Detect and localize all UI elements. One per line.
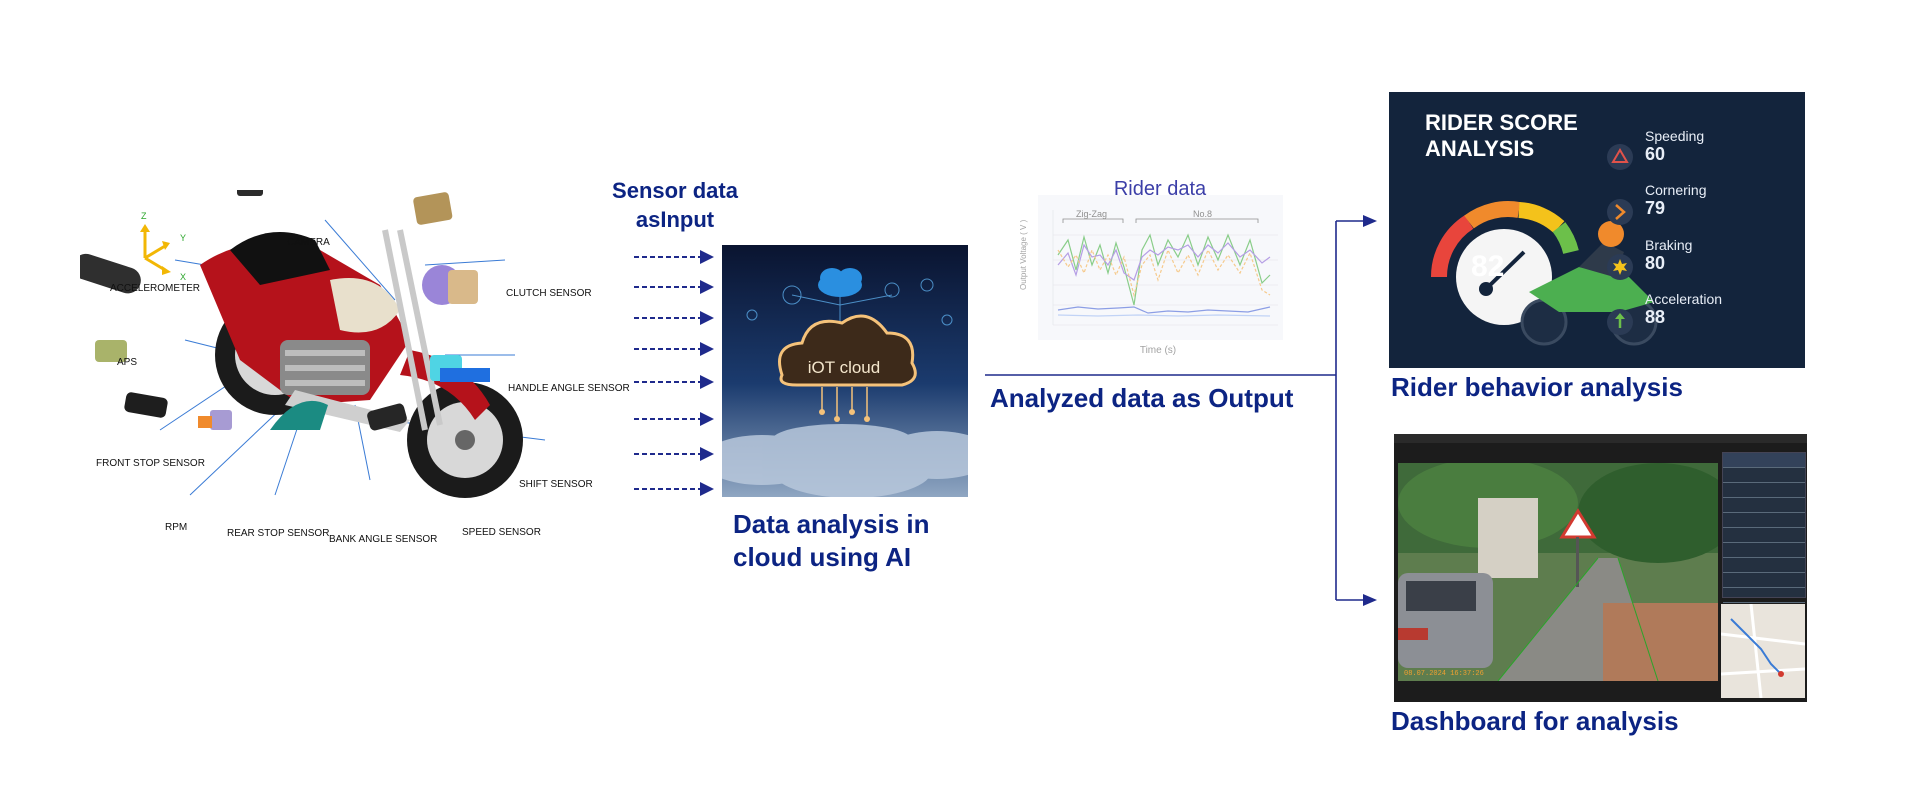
- metric-value: 79: [1645, 198, 1666, 218]
- aps-grip-icon: [80, 253, 141, 294]
- rider-score-title-line1: RIDER SCORE: [1425, 110, 1578, 135]
- iot-cloud-label: iOT cloud: [808, 358, 880, 377]
- chart-series-purple: [1057, 242, 1271, 281]
- rpm-label: RPM: [165, 522, 188, 533]
- metric-name: Braking: [1645, 237, 1693, 253]
- table-row: [1723, 483, 1805, 498]
- metric-name: Speeding: [1645, 128, 1705, 144]
- no8-annotation: No.8: [1193, 209, 1212, 219]
- metric-speeding: Speeding 60: [1645, 128, 1704, 165]
- accelerometer-axes-icon: [140, 224, 171, 275]
- handle-angle-sensor-label: HANDLE ANGLE SENSOR: [508, 383, 630, 394]
- table-row: [1723, 573, 1805, 588]
- aps-label: APS: [117, 357, 138, 368]
- chart-series-green: [1057, 233, 1271, 306]
- metric-value: 60: [1645, 144, 1666, 164]
- metric-braking: Braking 80: [1645, 237, 1692, 274]
- sensor-input-title-line2: asInput: [635, 207, 715, 232]
- speed-sensor-icon: [367, 403, 407, 431]
- car-icon: [1398, 573, 1493, 668]
- speed-sensor-label: SPEED SENSOR: [462, 527, 541, 538]
- rider-data-ylabel: Output Voltage ( V ): [1019, 219, 1028, 290]
- camera-label: CAMERA: [287, 237, 330, 248]
- detection-output-table: [1722, 452, 1806, 603]
- burst-icon: [1607, 254, 1633, 280]
- rider-data-chart: Output Voltage ( V ) Time (s) Zig-Zag No…: [1019, 195, 1283, 356]
- table-row: [1723, 588, 1805, 603]
- metric-value: 80: [1645, 253, 1666, 273]
- iot-cloud-image: iOT cloud: [722, 245, 968, 497]
- output-branch-arrows: [985, 215, 1377, 606]
- metric-name: Acceleration: [1645, 291, 1723, 307]
- glowing-cloud-icon: [778, 314, 917, 387]
- chart-series-orange: [1057, 248, 1271, 298]
- rider-data-xlabel: Time (s): [1140, 345, 1176, 356]
- rear-stop-sensor-label: REAR STOP SENSOR: [227, 528, 330, 539]
- dashboard-screenshot: 08.07.2024 16:37:26: [1394, 434, 1807, 702]
- handle-angle-sensor-icon: [422, 265, 478, 305]
- shift-sensor-label: SHIFT SENSOR: [519, 479, 593, 490]
- table-row: [1723, 543, 1805, 558]
- cloud-caption-line2: cloud using AI: [733, 542, 912, 572]
- rider-data-title: Rider data: [1113, 178, 1207, 200]
- rpm-sensor-icon: [124, 392, 168, 418]
- metric-cornering: Cornering 79: [1645, 182, 1706, 219]
- rider-score-title: RIDER SCORE ANALYSIS: [1425, 110, 1578, 162]
- overall-score-value: 82: [1471, 250, 1505, 283]
- table-row: [1723, 558, 1805, 573]
- chart-series-blue: [1057, 306, 1271, 314]
- table-row: [1723, 498, 1805, 513]
- metric-value: 88: [1645, 307, 1666, 327]
- motorcycle-sensor-illustration: [80, 190, 546, 498]
- road-camera-view: 08.07.2024 16:37:26: [1398, 463, 1718, 681]
- curve-arrow-icon: [1607, 199, 1633, 225]
- front-stop-sensor-label: FRONT STOP SENSOR: [96, 458, 205, 469]
- cloud-caption-line1: Data analysis in: [733, 509, 930, 539]
- metric-icons: [1607, 144, 1633, 335]
- metric-acceleration: Acceleration 88: [1645, 291, 1722, 328]
- camera-icon: [237, 190, 263, 196]
- rider-score-panel: RIDER SCORE ANALYSIS 82: [1389, 92, 1805, 368]
- analyzed-output-label: Analyzed data as Output: [990, 383, 1294, 413]
- rider-score-title-line2: ANALYSIS: [1425, 136, 1535, 161]
- zigzag-annotation: Zig-Zag: [1076, 209, 1107, 219]
- input-arrows: [634, 250, 714, 496]
- chart-series-lightblue: [1057, 314, 1271, 317]
- clutch-sensor-icon: [413, 192, 453, 225]
- accelerometer-label: ACCELEROMETER: [110, 283, 201, 294]
- dashboard-caption: Dashboard for analysis: [1391, 706, 1679, 736]
- rear-stop-sensor-icon: [198, 410, 232, 430]
- table-header-row: [1723, 453, 1805, 468]
- table-row: [1723, 528, 1805, 543]
- shift-sensor-icon: [430, 355, 490, 382]
- axis-z-label: Z: [141, 211, 147, 221]
- up-arrow-icon: [1607, 309, 1633, 335]
- video-timestamp: 08.07.2024 16:37:26: [1404, 670, 1484, 678]
- rider-behavior-caption: Rider behavior analysis: [1391, 372, 1683, 402]
- cloud-caption: Data analysis in cloud using AI: [733, 508, 930, 574]
- axis-x-label: X: [180, 272, 187, 282]
- warning-triangle-icon: [1607, 144, 1633, 170]
- clutch-sensor-label: CLUTCH SENSOR: [506, 288, 592, 299]
- bank-angle-sensor-label: BANK ANGLE SENSOR: [329, 534, 438, 545]
- table-row: [1723, 468, 1805, 483]
- small-cloud-icon: [818, 268, 862, 297]
- dashboard-titlebar: [1394, 434, 1807, 443]
- score-gauge-graphic: [1430, 201, 1658, 346]
- pedestrian-warning-sign-icon: [1559, 508, 1597, 587]
- motorcycle-icon: [200, 229, 523, 498]
- route-map-thumbnail: [1721, 604, 1805, 698]
- bank-angle-sensor-icon: [270, 400, 328, 430]
- metric-name: Cornering: [1645, 182, 1707, 198]
- sensor-input-title: Sensor data asInput: [600, 176, 750, 234]
- axis-y-label: Y: [180, 233, 187, 243]
- table-row: [1723, 513, 1805, 528]
- front-stop-sensor-icon: [95, 340, 127, 362]
- sensor-input-title-line1: Sensor data: [612, 178, 738, 203]
